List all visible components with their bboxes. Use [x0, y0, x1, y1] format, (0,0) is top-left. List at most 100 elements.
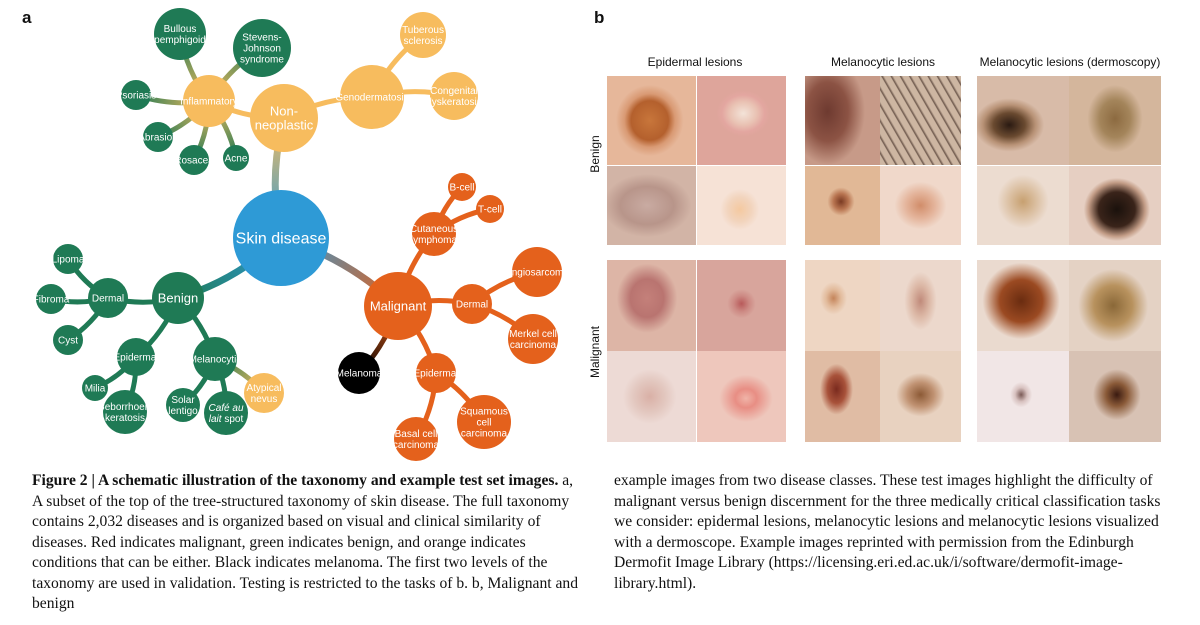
panel-b-label: b [594, 8, 605, 27]
node-circle-tuberous [400, 12, 446, 58]
node-label-nonneoplastic: Non-neoplastic [255, 104, 314, 133]
row-label-benign: Benign [588, 135, 602, 173]
node-circle-nonneoplastic [250, 84, 318, 152]
node-dermal_b: Dermal [88, 278, 128, 318]
node-circle-dermal_m [452, 284, 492, 324]
node-label-dermal_m: Dermal [456, 300, 488, 311]
node-label-epidermal_b: Epidermal [113, 353, 158, 364]
node-circle-milia [82, 375, 108, 401]
node-circle-genodermatosis [340, 65, 404, 129]
node-label-dermal_b: Dermal [92, 294, 124, 305]
node-circle-bullous [154, 8, 206, 60]
lesion-image-8 [697, 166, 786, 245]
node-label-melanocytic: Melanocytic [189, 355, 242, 366]
node-circle-cafe [204, 391, 248, 435]
node-bcell: B-cell [448, 173, 476, 201]
node-circle-solar [166, 388, 200, 422]
node-label-psoriasis: Psoriasis [116, 91, 157, 102]
node-circle-tcell [476, 195, 504, 223]
node-rosacea: Rosacea [174, 145, 214, 175]
node-abrasion: Abrasion [138, 122, 178, 152]
node-circle-rosacea [179, 145, 209, 175]
figure-label: Figure 2 | A schematic illustration of t… [32, 472, 559, 489]
node-circle-merkel [508, 314, 558, 364]
caption-left: Figure 2 | A schematic illustration of t… [32, 471, 580, 615]
node-circle-epidermal_b [117, 338, 155, 376]
lesion-image-21 [805, 351, 880, 442]
node-circle-epidermal_m [416, 353, 456, 393]
node-label-genodermatosis: Genodermatosis [335, 93, 408, 104]
node-melanoma: Melanoma [336, 352, 383, 394]
panel-a-label: a [22, 8, 32, 27]
node-label-cyst: Cyst [58, 336, 78, 347]
node-circle-psoriasis [121, 80, 151, 110]
node-label-bcell: B-cell [449, 183, 474, 194]
node-label-benign: Benign [158, 291, 198, 306]
node-circle-cyst [53, 325, 83, 355]
tree-nodes: Skin diseaseNon-neoplasticInflammatoryBu… [33, 8, 569, 461]
node-circle-benign [152, 272, 204, 324]
lesion-image-10 [880, 166, 961, 245]
node-label-lipoma: Lipoma [52, 255, 85, 266]
lesion-image-2 [697, 76, 786, 165]
lesion-image-23 [977, 351, 1069, 442]
lesion-image-22 [880, 351, 961, 442]
lesion-image-16 [880, 260, 961, 351]
lesion-image-1 [607, 76, 696, 165]
lesion-image-15 [805, 260, 880, 351]
node-label-malignant: Malignant [370, 299, 427, 314]
node-lipoma: Lipoma [52, 244, 85, 274]
lesion-image-9 [805, 166, 880, 245]
node-label-angiosarcoma: Angiosarcoma [505, 268, 569, 279]
node-circle-basal [394, 417, 438, 461]
node-tcell: T-cell [476, 195, 504, 223]
node-inflammatory: Inflammatory [180, 75, 238, 127]
node-circle-squamous [457, 395, 511, 449]
node-circle-cutaneous [412, 212, 456, 256]
node-genodermatosis: Genodermatosis [335, 65, 409, 129]
lesion-image-11 [977, 166, 1069, 245]
node-circle-fibroma [36, 284, 66, 314]
node-nonneoplastic: Non-neoplastic [250, 84, 318, 152]
lesion-image-20 [697, 351, 786, 442]
node-circle-melanocytic [193, 337, 237, 381]
caption-right: example images from two disease classes.… [614, 472, 1161, 592]
col-title-epidermal: Epidermal lesions [647, 55, 743, 69]
node-circle-bcell [448, 173, 476, 201]
node-label-melanoma: Melanoma [336, 369, 383, 380]
taxonomy-tree: Skin diseaseNon-neoplasticInflammatoryBu… [33, 8, 569, 461]
node-label-abrasion: Abrasion [138, 133, 177, 144]
node-circle-seborrhoeic [103, 390, 147, 434]
caption-left-text: a, A subset of the top of the tree-struc… [32, 472, 579, 612]
node-circle-malignant [364, 272, 432, 340]
node-circle-sjs [233, 19, 291, 77]
node-circle-lipoma [53, 244, 83, 274]
lesion-image-13 [607, 260, 696, 351]
lesion-image-24 [1069, 351, 1161, 442]
lesion-image-18 [1069, 260, 1161, 351]
lesion-image-3 [805, 76, 880, 165]
node-milia: Milia [82, 375, 108, 401]
node-label-inflammatory: Inflammatory [180, 97, 238, 108]
node-circle-abrasion [143, 122, 173, 152]
lesion-image-19 [607, 351, 696, 442]
node-dermal_m: Dermal [452, 284, 492, 324]
node-label-milia: Milia [85, 384, 106, 395]
node-angiosarcoma: Angiosarcoma [505, 247, 569, 297]
node-circle-inflammatory [183, 75, 235, 127]
node-psoriasis: Psoriasis [116, 80, 157, 110]
